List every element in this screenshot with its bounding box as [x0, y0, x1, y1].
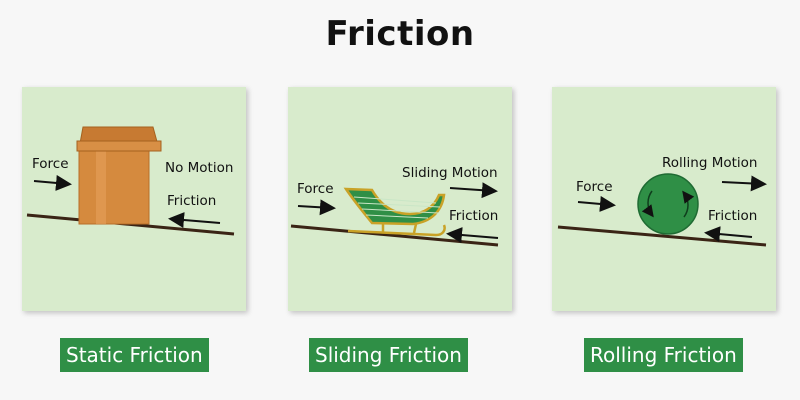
- force-label: Force: [576, 179, 613, 195]
- arrow-right-icon: [577, 195, 616, 212]
- sled-icon: [343, 187, 446, 237]
- sliding-friction-panel: Force Sliding Motion Friction: [288, 87, 512, 311]
- motion-label: Rolling Motion: [662, 155, 757, 171]
- wheel-icon: [637, 173, 699, 235]
- friction-label: Friction: [167, 193, 216, 209]
- motion-label: Sliding Motion: [402, 165, 498, 181]
- sliding-friction-caption: Sliding Friction: [309, 338, 468, 372]
- rolling-friction-illustration: Force Rolling Motion Friction: [557, 155, 767, 247]
- surface-line: [557, 225, 767, 247]
- arrow-left-icon: [446, 227, 499, 243]
- box-icon: [76, 126, 162, 225]
- force-label: Force: [32, 156, 69, 172]
- motion-label: No Motion: [165, 160, 233, 176]
- static-friction-illustration: Force No Motion Friction: [26, 126, 235, 236]
- arrow-right-icon: [721, 175, 767, 192]
- page-title: Friction: [325, 14, 475, 54]
- sliding-friction-illustration: Force Sliding Motion Friction: [290, 165, 499, 247]
- static-friction-caption: Static Friction: [60, 338, 209, 372]
- arrow-right-icon: [33, 174, 72, 191]
- arrow-right-icon: [297, 199, 336, 216]
- surface-line: [290, 224, 499, 247]
- static-friction-panel: Force No Motion Friction: [22, 87, 246, 311]
- arrow-right-icon: [449, 182, 498, 199]
- force-label: Force: [297, 181, 334, 197]
- rolling-friction-caption: Rolling Friction: [584, 338, 743, 372]
- friction-label: Friction: [449, 208, 498, 224]
- friction-label: Friction: [708, 208, 757, 224]
- rolling-friction-panel: Force Rolling Motion Friction: [552, 87, 776, 311]
- arrow-left-icon: [704, 226, 753, 243]
- arrow-left-icon: [168, 212, 221, 228]
